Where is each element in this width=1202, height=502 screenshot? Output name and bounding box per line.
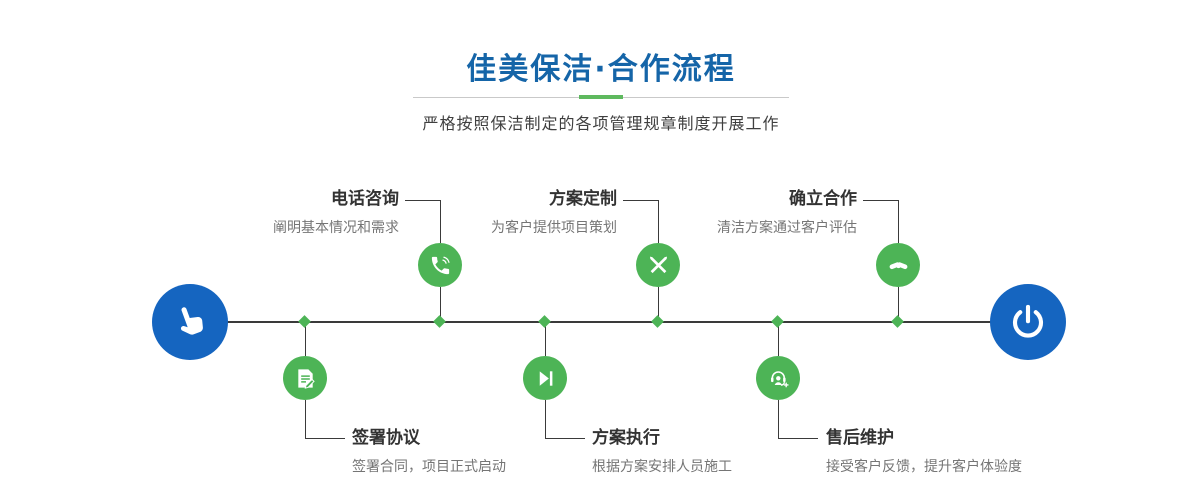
- timeline-marker: [651, 315, 664, 328]
- hand-pointer-icon: [166, 298, 215, 347]
- title-divider-accent: [579, 95, 623, 99]
- step-node-phone: [418, 243, 462, 287]
- step-node-cooperation: [876, 243, 920, 287]
- step-node-execution: [523, 356, 567, 400]
- connector-line: [305, 400, 306, 438]
- step-node-aftersales: [756, 356, 800, 400]
- design-tools-icon: [647, 254, 670, 277]
- connector-line: [545, 400, 546, 438]
- connector-line: [545, 322, 546, 356]
- timeline-marker: [538, 315, 551, 328]
- process-step-phone: 电话咨询 阐明基本情况和需求: [273, 188, 399, 238]
- flow-end-node: [990, 284, 1066, 360]
- step-label: 签署协议: [352, 428, 420, 448]
- connector-line: [440, 287, 441, 321]
- phone-icon: [429, 254, 452, 277]
- step-label: 售后维护: [826, 428, 894, 448]
- connector-line: [778, 400, 779, 438]
- page-title: 佳美保洁·合作流程: [466, 52, 736, 87]
- power-icon: [1009, 303, 1047, 341]
- connector-line: [658, 287, 659, 321]
- connector-line: [405, 200, 440, 201]
- step-description: 清洁方案通过客户评估: [717, 220, 857, 236]
- connector-line: [545, 438, 585, 439]
- connector-line: [440, 200, 441, 243]
- timeline-marker: [433, 315, 446, 328]
- step-node-contract: [283, 356, 327, 400]
- contract-icon: [294, 367, 317, 390]
- process-step-contract: 签署协议 签署合同，项目正式启动: [352, 427, 506, 477]
- timeline-marker: [298, 315, 311, 328]
- step-description: 为客户提供项目策划: [491, 220, 617, 236]
- flow-start-node: [152, 284, 228, 360]
- headset-icon: [767, 367, 790, 390]
- step-label: 方案定制: [549, 189, 617, 209]
- step-description: 接受客户反馈，提升客户体验度: [826, 459, 1022, 475]
- page-subtitle: 严格按照保洁制定的各项管理规章制度开展工作: [422, 114, 780, 133]
- handshake-icon: [887, 254, 910, 277]
- connector-line: [658, 200, 659, 243]
- process-step-design: 方案定制 为客户提供项目策划: [491, 188, 617, 238]
- connector-line: [623, 200, 658, 201]
- play-icon: [534, 367, 557, 390]
- connector-line: [863, 200, 898, 201]
- step-description: 阐明基本情况和需求: [273, 220, 399, 236]
- connector-line: [305, 438, 345, 439]
- process-step-execution: 方案执行 根据方案安排人员施工: [592, 427, 732, 477]
- step-label: 方案执行: [592, 428, 660, 448]
- step-description: 签署合同，项目正式启动: [352, 459, 506, 475]
- timeline-line: [190, 321, 1028, 323]
- timeline-marker: [891, 315, 904, 328]
- connector-line: [305, 322, 306, 356]
- process-step-cooperation: 确立合作 清洁方案通过客户评估: [717, 188, 857, 238]
- connector-line: [778, 438, 818, 439]
- timeline-marker: [771, 315, 784, 328]
- connector-line: [898, 200, 899, 243]
- step-label: 电话咨询: [331, 189, 399, 209]
- process-step-aftersales: 售后维护 接受客户反馈，提升客户体验度: [826, 427, 1022, 477]
- connector-line: [778, 322, 779, 356]
- step-node-design: [636, 243, 680, 287]
- step-description: 根据方案安排人员施工: [592, 459, 732, 475]
- connector-line: [898, 287, 899, 321]
- step-label: 确立合作: [789, 189, 857, 209]
